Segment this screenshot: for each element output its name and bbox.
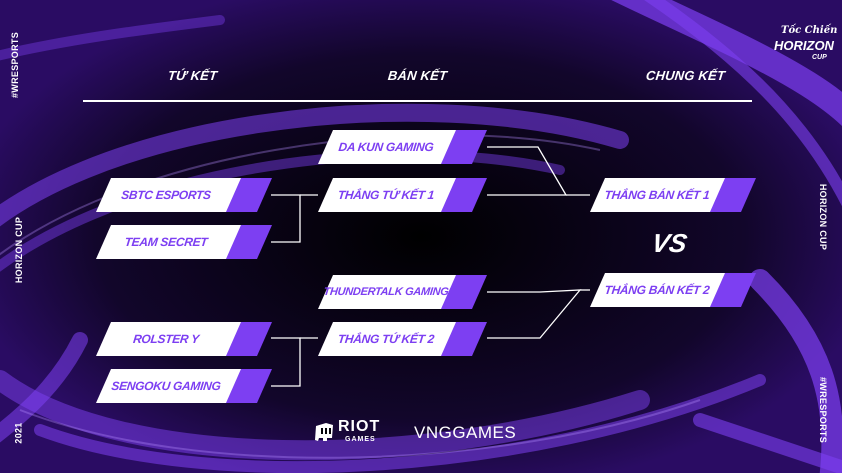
header-semifinal: BÁN KẾT — [387, 68, 448, 83]
winner-placeholder: THẮNG BÁN KẾT 1 — [603, 188, 711, 202]
side-horizon-left: HORIZON CUP — [14, 216, 25, 284]
team-name: SENGOKU GAMING — [110, 379, 222, 393]
header-quarterfinal: TỨ KẾT — [167, 68, 219, 83]
quarterfinal-slot-1: SBTC ESPORTS — [96, 178, 271, 212]
quarterfinal-slot-4: SENGOKU GAMING — [96, 369, 271, 403]
logo-line3: CUP — [812, 54, 827, 61]
semifinal-slot-2: THẮNG TỨ KẾT 1 — [318, 178, 487, 212]
team-name: ROLSTER Y — [132, 332, 200, 346]
winner-placeholder: THẮNG BÁN KẾT 2 — [603, 283, 711, 297]
side-year: 2021 — [13, 422, 24, 444]
team-name: DA KUN GAMING — [337, 140, 435, 154]
quarterfinal-slot-3: ROLSTER Y — [96, 322, 271, 356]
side-hashtag-right: #WRESPORTS — [818, 376, 829, 444]
semifinal-slot-4: THẮNG TỨ KẾT 2 — [318, 322, 487, 356]
semifinal-slot-3: THUNDERTALK GAMING — [318, 275, 487, 309]
side-hashtag-left: #WRESPORTS — [10, 31, 21, 99]
semifinal-slot-1: DA KUN GAMING — [318, 130, 487, 164]
vs-label: VS — [649, 228, 690, 258]
winner-placeholder: THẮNG TỨ KẾT 1 — [337, 188, 435, 202]
logo-line1: Tốc Chiến — [781, 25, 838, 36]
side-horizon-right: HORIZON CUP — [818, 183, 829, 251]
team-name: SBTC ESPORTS — [120, 188, 212, 202]
team-name: THUNDERTALK GAMING — [322, 286, 450, 298]
header-divider — [83, 100, 752, 102]
riot-fist-icon — [315, 423, 333, 441]
winner-placeholder: THẮNG TỨ KẾT 2 — [337, 332, 435, 346]
riot-text: RIOT — [338, 418, 381, 435]
games-text: GAMES — [345, 436, 376, 443]
final-slot-2: THẮNG BÁN KẾT 2 — [590, 273, 756, 307]
vng-games-logo: VNGGAMES — [414, 423, 517, 442]
final-slot-1: THẮNG BÁN KẾT 1 — [590, 178, 756, 212]
logo-line2: HORIZON — [774, 38, 834, 53]
header-final: CHUNG KẾT — [645, 68, 726, 83]
team-name: TEAM SECRET — [123, 235, 209, 249]
quarterfinal-slot-2: TEAM SECRET — [96, 225, 271, 259]
